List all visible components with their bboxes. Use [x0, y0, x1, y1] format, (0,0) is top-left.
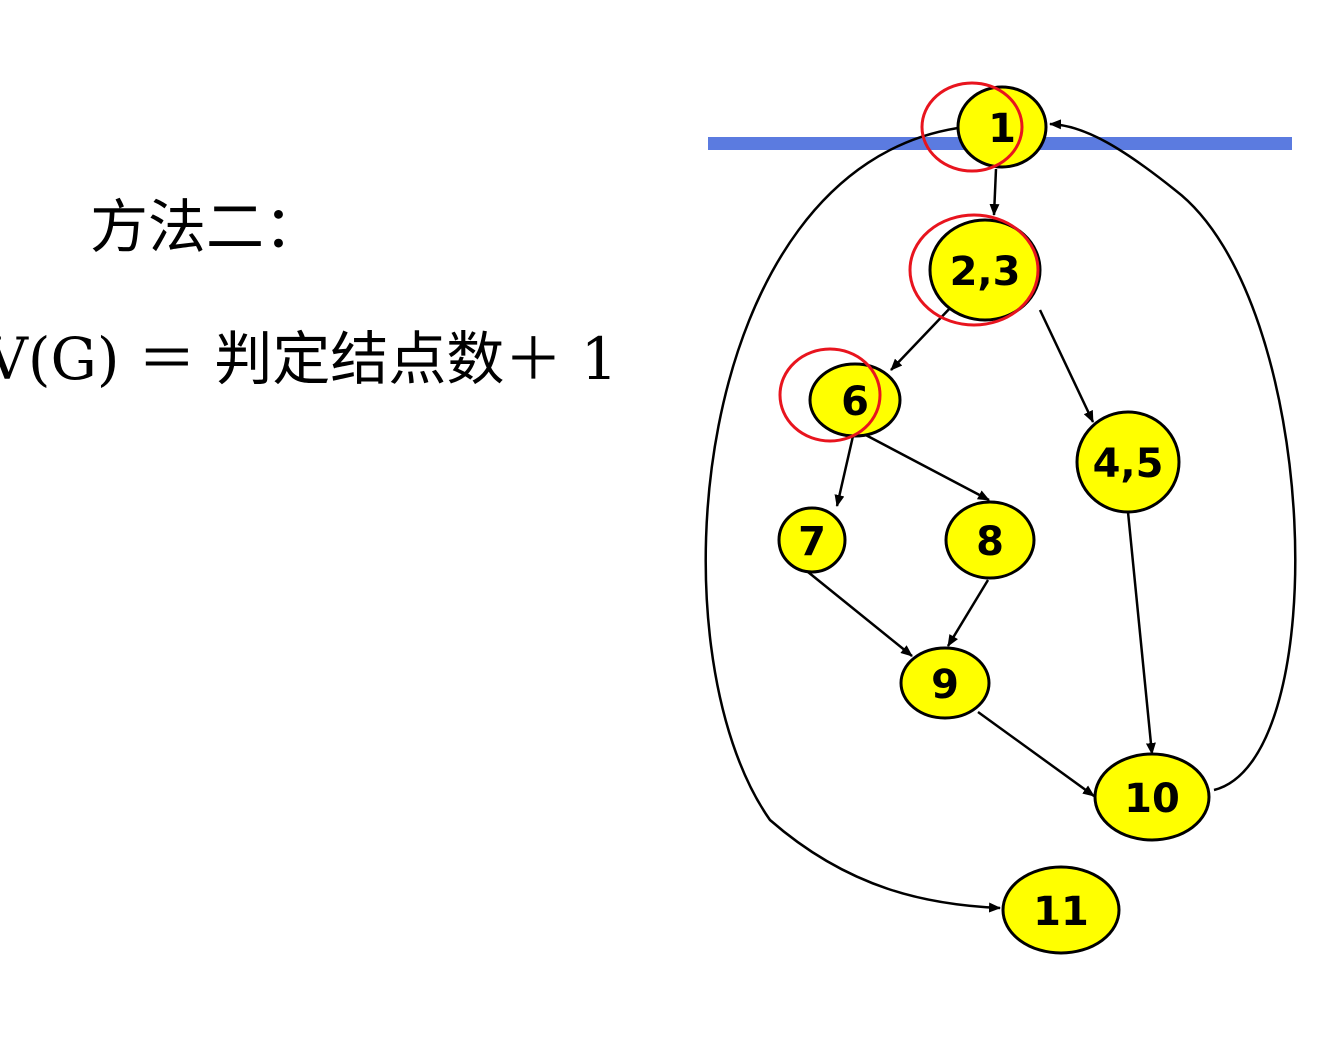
node-label: 4,5 [1093, 441, 1164, 487]
node-n45: 4,5 [1075, 410, 1181, 514]
node-n10: 10 [1093, 752, 1211, 842]
node-label: 10 [1124, 776, 1180, 822]
edge-n10-n1 [1049, 119, 1297, 792]
node-n23: 2,3 [928, 218, 1042, 322]
decision-ring-n1 [920, 81, 1024, 173]
node-shape [899, 646, 991, 720]
method-title: 方法二： [90, 193, 323, 261]
node-shape [777, 506, 847, 574]
node-label: 2,3 [950, 249, 1021, 295]
edge-n8-n9 [946, 579, 990, 647]
nodes-layer: 1 2,3 6 4,5 7 8 9 10 11 [777, 85, 1211, 955]
node-shape [1093, 752, 1211, 842]
decision-ring-n6 [778, 347, 882, 443]
edge-n1-n11 [704, 126, 1001, 913]
node-label: 6 [841, 379, 869, 425]
edge-n6-n8 [859, 430, 990, 502]
node-label: 11 [1033, 889, 1089, 935]
node-label: 7 [798, 519, 826, 565]
node-n6: 6 [808, 362, 902, 438]
edge-n6-n7 [834, 435, 855, 507]
node-n11: 11 [1001, 865, 1121, 955]
node-shape [956, 85, 1048, 169]
decision-ring-n23 [908, 213, 1040, 327]
node-label: 9 [931, 662, 959, 708]
node-shape [928, 218, 1042, 322]
edges-layer [704, 119, 1297, 913]
edge-n23-n45 [1038, 309, 1095, 423]
node-shape [944, 500, 1036, 580]
node-n1: 1 [956, 85, 1048, 169]
edge-n45-n10 [1126, 511, 1156, 755]
node-n7: 7 [777, 506, 847, 574]
node-n8: 8 [944, 500, 1036, 580]
edge-n1-n23 [989, 168, 1000, 216]
node-n9: 9 [899, 646, 991, 720]
edge-n9-n10 [977, 710, 1095, 798]
cyclomatic-formula: V(G) ＝ 判定结点数＋ 1 [0, 325, 618, 393]
edge-n23-n6 [890, 305, 953, 371]
node-shape [1001, 865, 1121, 955]
rings-layer [778, 81, 1040, 443]
node-shape [1075, 410, 1181, 514]
edge-n7-n9 [807, 571, 913, 657]
node-label: 1 [988, 106, 1016, 152]
node-label: 8 [976, 519, 1004, 565]
